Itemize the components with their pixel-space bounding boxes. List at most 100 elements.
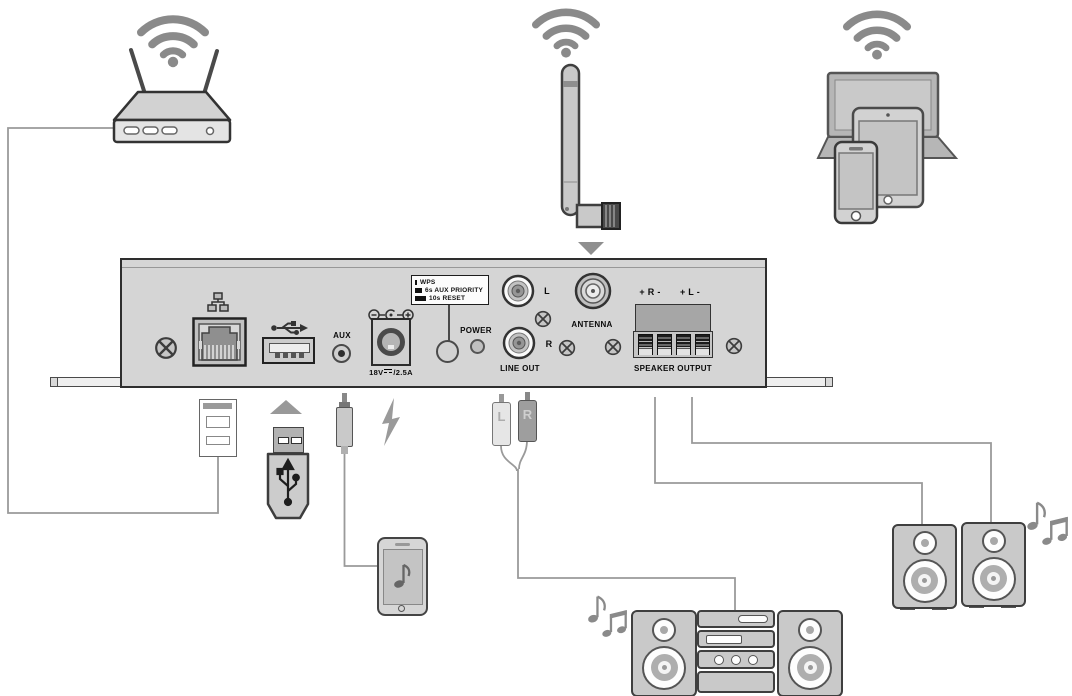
flange-notch — [51, 378, 58, 386]
connector-slot — [278, 437, 289, 444]
line-out-label: LINE OUT — [500, 364, 540, 373]
press-medium-icon — [415, 287, 422, 293]
plug-contact-bar — [203, 403, 232, 409]
press-long-icon — [415, 295, 426, 301]
rca-plug-left: L — [492, 402, 511, 446]
rca-plug-right: R — [518, 400, 537, 442]
stereo-left-speaker — [631, 610, 697, 696]
usb-pin — [283, 353, 288, 358]
woofer-cone — [650, 654, 678, 681]
speaker-wire-left-channel — [691, 397, 992, 523]
usb-port — [262, 337, 315, 364]
terminal-tab — [639, 348, 652, 355]
power-led — [470, 339, 485, 354]
woofer-cone — [911, 567, 938, 594]
rca-merge-left — [500, 445, 518, 472]
music-notes-icon — [588, 595, 627, 637]
usb-stick-connector — [273, 427, 304, 453]
legend-pointer-line — [448, 305, 450, 346]
display — [706, 635, 742, 644]
woofer-cap — [918, 574, 931, 587]
rca-right-label: R — [522, 407, 533, 422]
wps-reset-button — [436, 340, 459, 363]
legend-label: WPS — [420, 278, 436, 286]
tweeter — [981, 528, 1006, 553]
usb-pin — [291, 353, 296, 358]
woofer-dot — [922, 578, 927, 583]
ethernet-port — [192, 317, 247, 367]
antenna-label: ANTENNA — [571, 320, 613, 329]
speaker-wire-right-channel — [654, 397, 923, 525]
usb-trident — [276, 457, 300, 507]
plug-window — [206, 416, 230, 428]
arrow-down-icon — [578, 242, 604, 255]
screw-icon — [604, 338, 622, 356]
screw-icon — [725, 337, 743, 355]
usb-port-tongue — [269, 343, 310, 353]
usb-pin — [299, 353, 304, 358]
woofer-cone — [980, 565, 1007, 592]
aux-label: AUX — [333, 331, 351, 340]
knob — [731, 654, 741, 665]
dc-jack-barrel — [377, 328, 405, 356]
dc-power-jack — [371, 318, 411, 366]
power-label: POWER — [460, 326, 492, 335]
knob — [714, 654, 724, 665]
amplifier-rear-panel: AUX 18V/2.5A WPS — [120, 258, 767, 388]
phone-screen — [383, 549, 423, 605]
tweeter — [912, 530, 937, 555]
dc-rating-label: 18V/2.5A — [355, 368, 427, 377]
stereo-unit-base — [697, 671, 775, 693]
stereo-right-speaker — [777, 610, 843, 696]
rca-jack-left — [501, 274, 535, 308]
speaker-terminal — [638, 334, 653, 355]
press-short-icon — [415, 279, 417, 285]
router-icon — [112, 48, 232, 144]
legend-row: WPS — [415, 278, 488, 286]
tweeter — [652, 617, 676, 642]
aux-jack — [332, 344, 351, 363]
wifi-icon — [842, 10, 912, 60]
terminal-block-upper — [635, 304, 711, 332]
phone-speaker-slit — [395, 543, 410, 546]
terminal-tab — [677, 348, 690, 355]
dc-jack-pin — [388, 344, 394, 349]
dc-polarity-icon — [368, 309, 414, 321]
connector-slot — [291, 437, 302, 444]
rca-cable-line — [517, 469, 736, 611]
speaker-output-label: SPEAKER OUTPUT — [634, 364, 712, 373]
screw-icon — [558, 339, 576, 357]
legend-row: 6s AUX PRIORITY — [415, 286, 488, 294]
woofer-dot — [661, 665, 667, 670]
passive-speaker-right — [961, 522, 1026, 607]
line-out-l-label: L — [544, 286, 550, 296]
phone-home-button — [398, 605, 405, 612]
terminal-slot — [639, 335, 652, 347]
speaker-terminal — [676, 334, 691, 355]
dc-volt: 18V — [369, 368, 384, 377]
aux-plug-collar — [339, 402, 350, 408]
rca-plug-tip — [499, 394, 504, 403]
lightning-icon — [382, 398, 400, 446]
tweeter-dome — [920, 538, 929, 547]
cd-slot — [738, 615, 768, 623]
woofer — [642, 645, 686, 690]
woofer-cap — [987, 572, 1000, 585]
woofer-cone — [796, 654, 824, 681]
ethernet-plug — [199, 399, 237, 457]
legend-label: 6s AUX PRIORITY — [425, 286, 484, 294]
woofer — [902, 558, 947, 603]
woofer-dot — [807, 665, 813, 670]
terminal-slot — [696, 335, 709, 347]
rca-cable-pair: L R — [486, 392, 546, 452]
antenna-connector — [574, 272, 612, 310]
screw-icon — [534, 310, 552, 328]
speaker-r-polarity-label: + R - — [639, 287, 661, 297]
flange-notch — [825, 378, 832, 386]
stereo-unit-knob-row — [697, 650, 775, 669]
stereo-unit-display-row — [697, 630, 775, 648]
rca-jack-right — [502, 326, 536, 360]
aux-plug-body — [336, 407, 353, 447]
